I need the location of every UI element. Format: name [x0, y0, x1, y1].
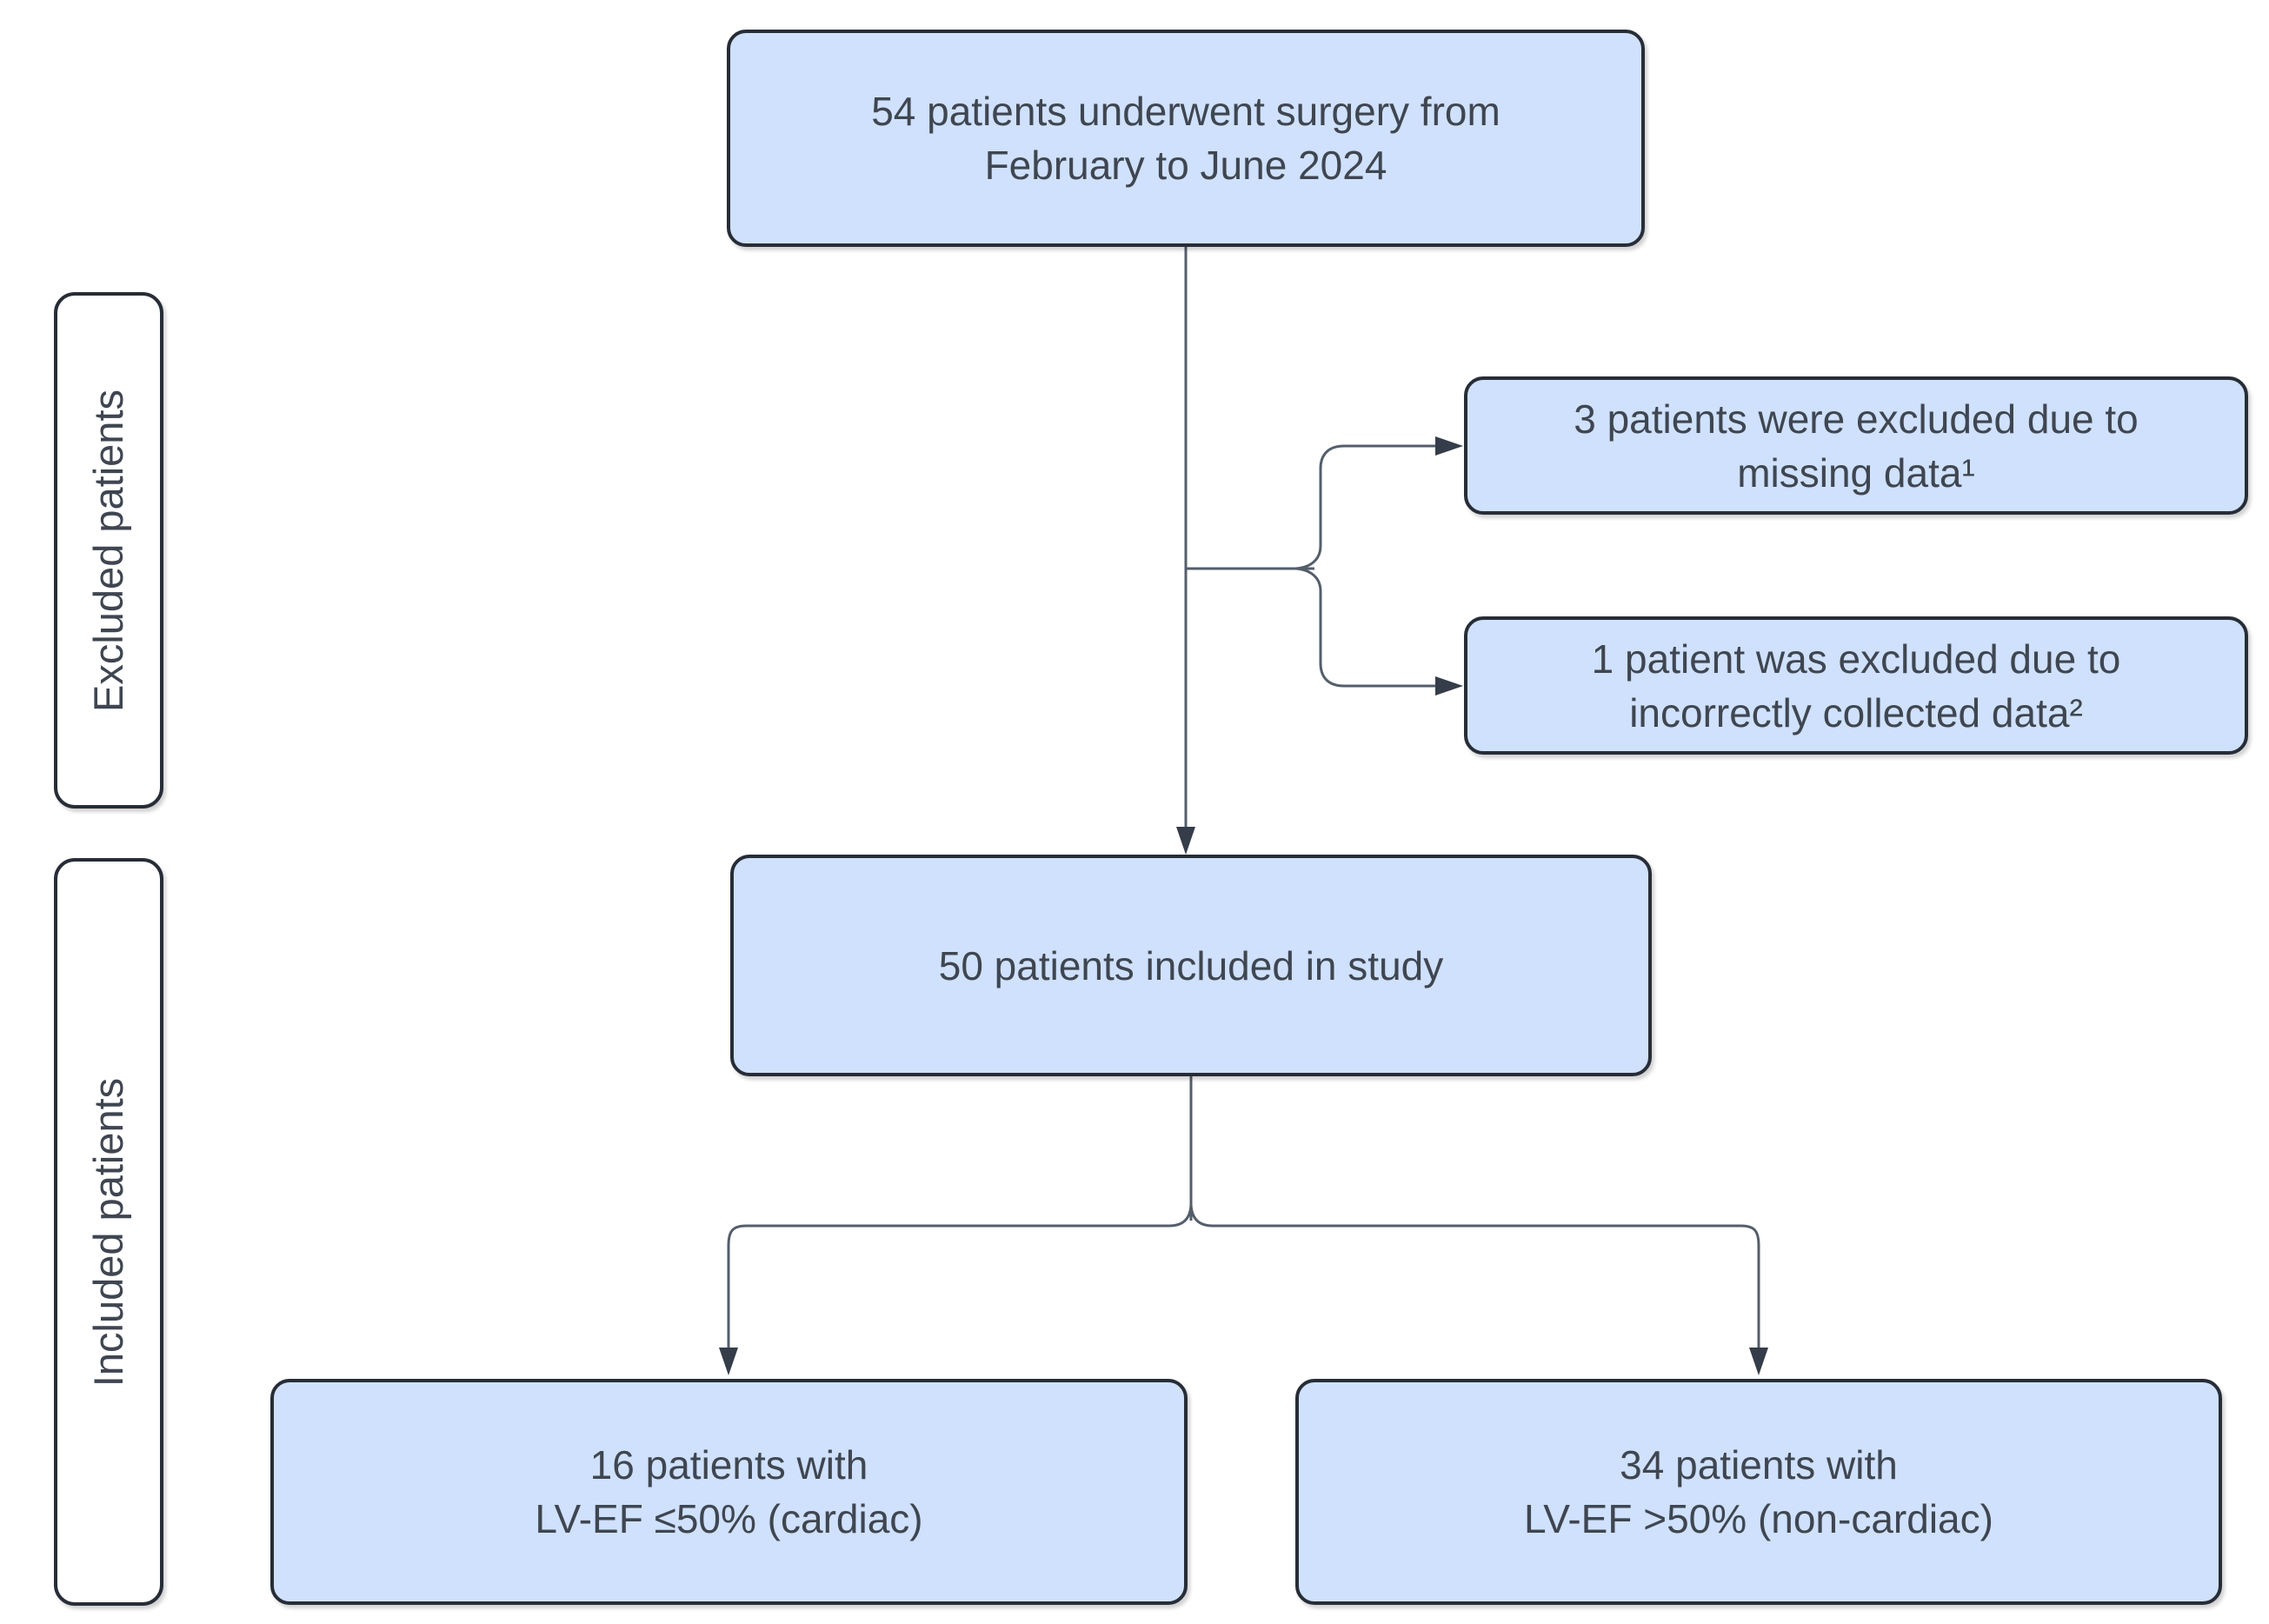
arrowhead-into-excluded-incorrect	[1435, 676, 1463, 696]
node-included-study: 50 patients included in study	[730, 855, 1652, 1076]
node-surgery-total-label: 54 patients underwent surgery from Febru…	[871, 89, 1500, 188]
node-noncardiac-group: 34 patients with LV-EF >50% (non-cardiac…	[1295, 1379, 2222, 1605]
node-included-study-label: 50 patients included in study	[938, 942, 1444, 988]
side-label-included: Included patients	[54, 858, 163, 1606]
node-excluded-incorrect-label: 1 patient was excluded due to incorrectl…	[1591, 636, 2121, 735]
arrowhead-into-noncardiac	[1749, 1348, 1768, 1375]
connector-to-noncardiac	[1189, 1204, 1760, 1359]
node-noncardiac-group-label: 34 patients with LV-EF >50% (non-cardiac…	[1524, 1442, 1993, 1541]
node-surgery-total: 54 patients underwent surgery from Febru…	[727, 30, 1645, 247]
connector-to-excluded-missing	[1294, 444, 1443, 570]
node-excluded-incorrect: 1 patient was excluded due to incorrectl…	[1464, 616, 2248, 755]
side-label-excluded-text: Excluded patients	[85, 389, 132, 712]
node-excluded-missing: 3 patients were excluded due to missing …	[1464, 376, 2248, 515]
arrowhead-into-excluded-missing	[1435, 436, 1463, 456]
arrowhead-into-cardiac	[719, 1348, 738, 1375]
connector-to-cardiac	[727, 1204, 1193, 1359]
connector-to-excluded-incorrect	[1294, 567, 1443, 688]
arrowhead-into-included	[1176, 827, 1195, 855]
node-excluded-missing-label: 3 patients were excluded due to missing …	[1574, 396, 2139, 496]
node-cardiac-group: 16 patients with LV-EF ≤50% (cardiac)	[270, 1379, 1188, 1605]
side-label-included-text: Included patients	[85, 1077, 132, 1387]
side-label-excluded: Excluded patients	[54, 292, 163, 809]
node-cardiac-group-label: 16 patients with LV-EF ≤50% (cardiac)	[535, 1442, 923, 1541]
